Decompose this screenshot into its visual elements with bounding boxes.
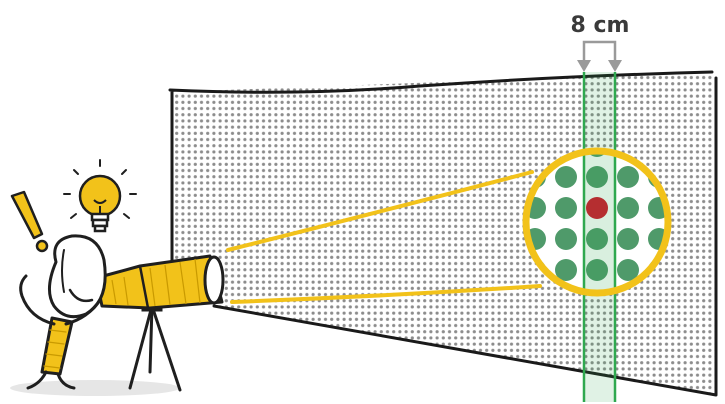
arrow-left-icon: [577, 60, 591, 72]
arrow-right-icon: [608, 60, 622, 72]
magnified-dot: [555, 197, 577, 219]
stick-figure: [19, 234, 107, 390]
magnified-dot: [586, 166, 608, 188]
exclamation-icon: [10, 190, 49, 253]
guide-band-overlay: [584, 152, 615, 292]
ground-shadow: [10, 380, 180, 396]
magnified-dot: [617, 259, 639, 281]
lightbulb-icon: [63, 159, 137, 233]
magnified-dot: [555, 228, 577, 250]
magnified-dot: [555, 259, 577, 281]
figure-left-arm: [19, 274, 56, 326]
spacing-indicator: 8 cm: [571, 13, 630, 72]
telescope-icon: [94, 254, 225, 310]
sight-lines: [226, 170, 542, 304]
figure-body: [40, 316, 74, 376]
spacing-label: 8 cm: [571, 13, 630, 38]
tripod-icon: [128, 296, 182, 392]
telescope-lens: [203, 255, 225, 305]
magnified-dot: [586, 228, 608, 250]
magnified-dot: [555, 166, 577, 188]
magnified-dot: [586, 259, 608, 281]
figure-leg-right: [56, 372, 76, 390]
figure-leg-left: [26, 370, 48, 390]
highlighted-dot: [586, 197, 608, 219]
sight-line-lower: [230, 284, 542, 304]
sight-line-upper: [226, 170, 534, 252]
magnified-dot: [617, 228, 639, 250]
figure-right-arm: [64, 298, 102, 326]
magnified-dot: [617, 197, 639, 219]
magnified-dot: [617, 166, 639, 188]
magnifier-ring: [522, 147, 672, 297]
bracket-icon: [582, 40, 617, 60]
